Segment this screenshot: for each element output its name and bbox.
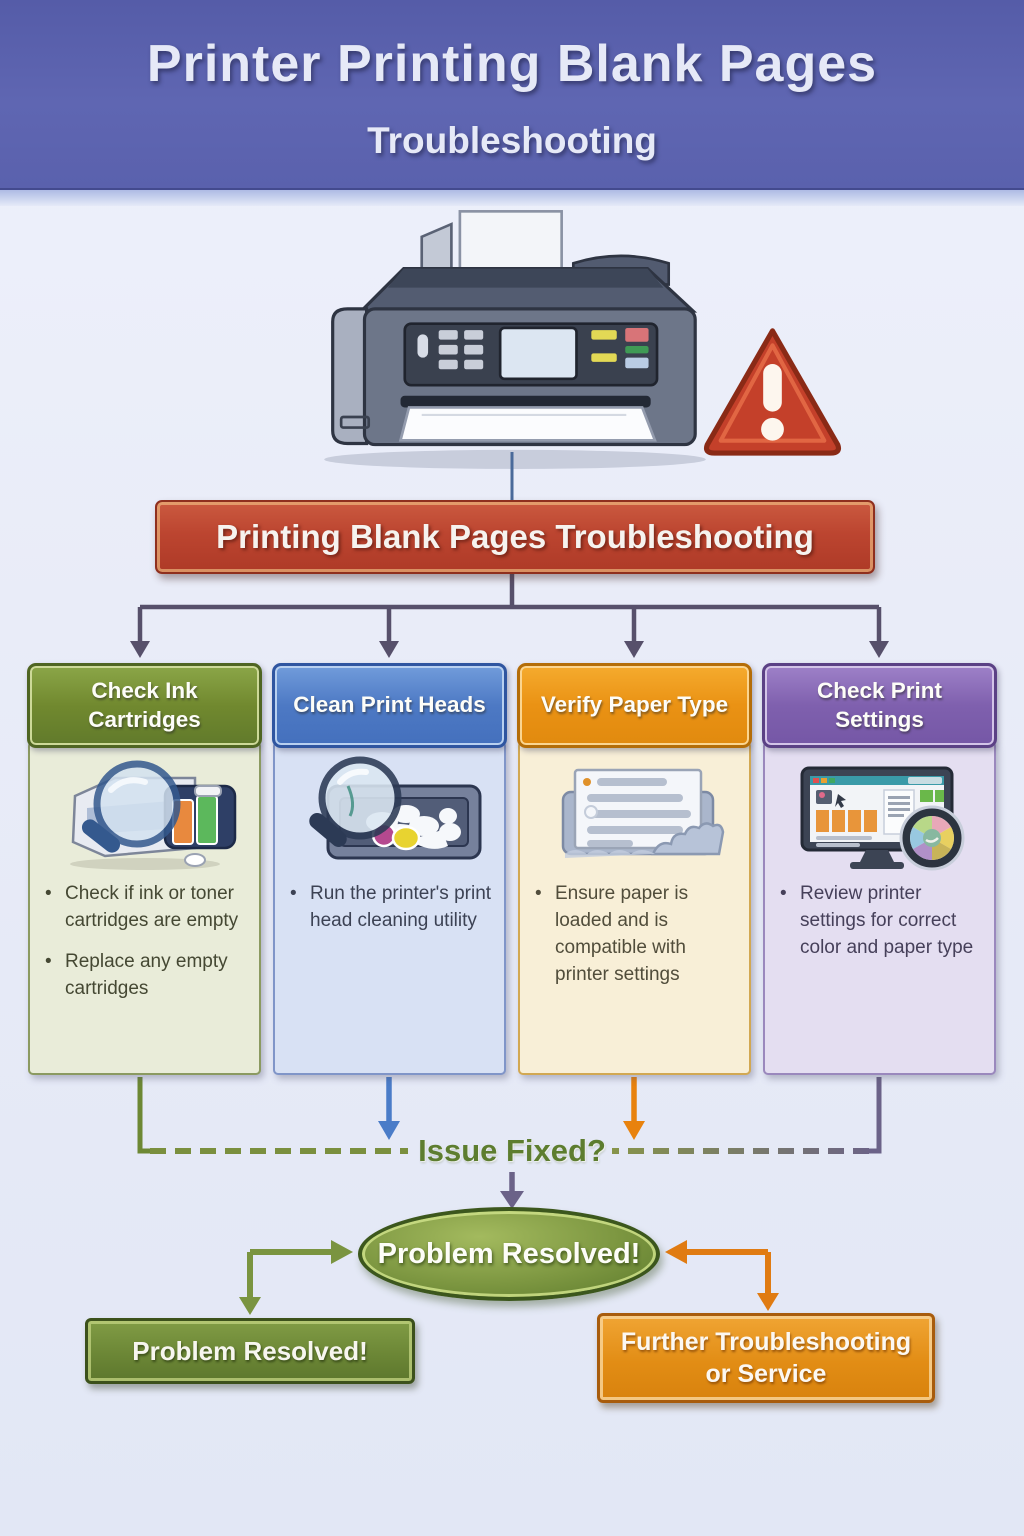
bullet-item: Check if ink or toner cartridges are emp… <box>45 881 252 935</box>
outcome-resolved-box: Problem Resolved! <box>85 1318 415 1384</box>
printer-icon <box>324 210 706 469</box>
bullet-list: Review printer settings for correct colo… <box>780 881 987 976</box>
page-subtitle: Troubleshooting <box>367 120 657 161</box>
printer-illustration <box>300 205 730 470</box>
problem-resolved-ellipse: Problem Resolved! <box>358 1207 660 1301</box>
column-illustration <box>762 751 997 877</box>
column-header-check-ink-cartridges: Check Ink Cartridges <box>27 663 262 748</box>
monitor-settings-color-wheel-icon <box>800 766 964 871</box>
column-illustration <box>517 751 752 877</box>
connector-col4-issue <box>612 1077 882 1154</box>
bullet-item: Review printer settings for correct colo… <box>780 881 987 962</box>
bullet-list: Check if ink or toner cartridges are emp… <box>45 881 252 1017</box>
column-clean-print-heads: Clean Print Heads Run the print <box>272 663 507 1075</box>
decision-label: Issue Fixed? <box>418 1133 606 1168</box>
bullet-item: Ensure paper is loaded and is compatible… <box>535 881 742 989</box>
connector-col1-issue <box>137 1077 408 1154</box>
column-illustration <box>27 751 262 877</box>
connector-col2-issue <box>378 1077 400 1140</box>
column-check-ink-cartridges: Check Ink Cartridges Check if ink or ton… <box>27 663 262 1075</box>
connector-tree <box>130 572 889 658</box>
bullet-list: Ensure paper is loaded and is compatible… <box>535 881 742 1003</box>
main-step-banner: Printing Blank Pages Troubleshooting <box>155 500 875 574</box>
connector-col3-issue <box>623 1077 645 1140</box>
column-check-print-settings: Check Print Settings <box>762 663 997 1075</box>
bullet-list: Run the printer's print head cleaning ut… <box>290 881 497 949</box>
magnifier-over-printer-cartridges-icon <box>69 760 236 870</box>
connector-issue-ellipse <box>500 1172 524 1209</box>
column-header-clean-print-heads: Clean Print Heads <box>272 663 507 748</box>
outcome-further-troubleshooting-box: Further Troubleshooting or Service <box>597 1313 935 1403</box>
paper-sheets-icon <box>561 768 724 858</box>
column-header-check-print-settings: Check Print Settings <box>762 663 997 748</box>
bullet-item: Run the printer's print head cleaning ut… <box>290 881 497 935</box>
connector-ellipse-yes <box>239 1240 353 1315</box>
column-illustration <box>272 751 507 877</box>
warning-triangle-icon <box>703 328 842 456</box>
warning-icon <box>700 323 845 463</box>
problem-resolved-ellipse-label: Problem Resolved! <box>377 1237 641 1270</box>
main-step-banner-label: Printing Blank Pages Troubleshooting <box>216 518 814 555</box>
column-header-verify-paper-type: Verify Paper Type <box>517 663 752 748</box>
magnifier-over-print-head-cleaning-icon <box>308 756 481 860</box>
outcome-further-troubleshooting-label: Further Troubleshooting or Service <box>620 1327 912 1389</box>
header-banner: Printer Printing Blank Pages Troubleshoo… <box>0 0 1024 190</box>
page-title: Printer Printing Blank Pages <box>146 35 878 93</box>
column-verify-paper-type: Verify Paper Type Ensure paper is load <box>517 663 752 1075</box>
header-separator <box>0 190 1024 206</box>
outcome-resolved-label: Problem Resolved! <box>132 1335 368 1366</box>
connector-ellipse-no <box>665 1240 779 1311</box>
bullet-item: Replace any empty cartridges <box>45 949 252 1003</box>
